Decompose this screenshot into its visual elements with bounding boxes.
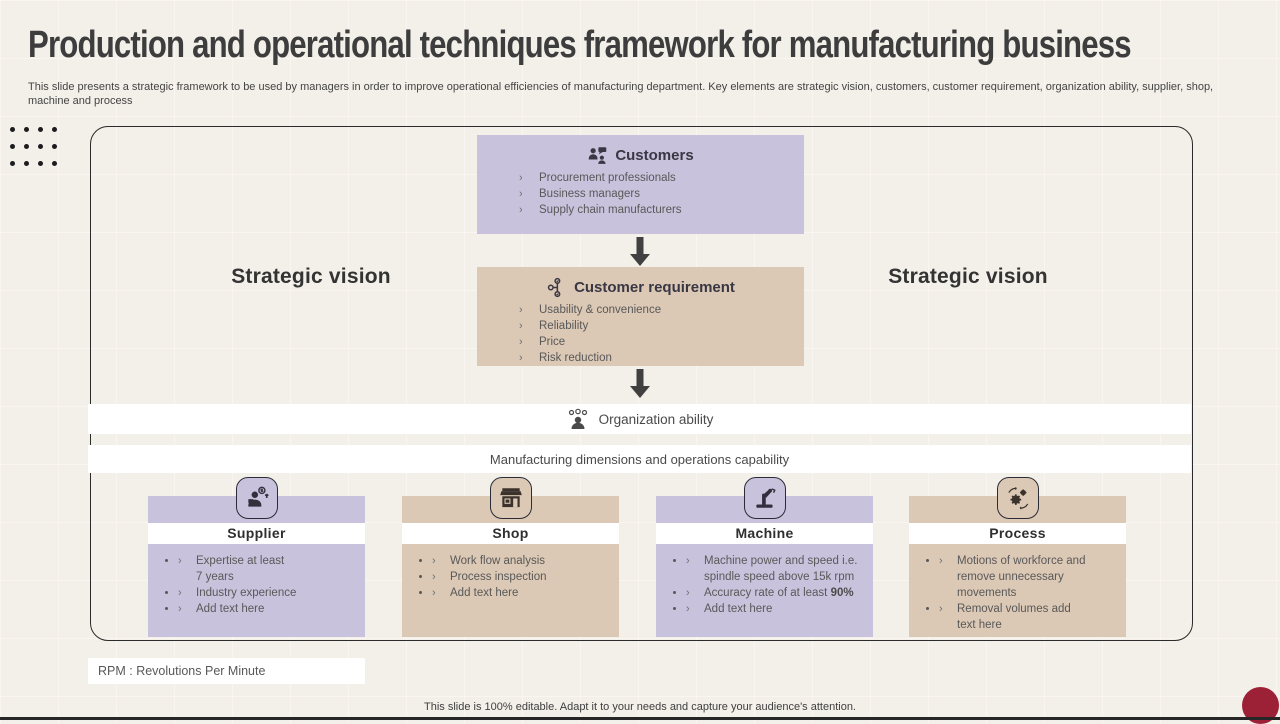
list-item: Add text here [432, 585, 609, 601]
list-item: Machine power and speed i.e. spindle spe… [686, 553, 863, 585]
organization-ability-band: Organization ability [88, 404, 1191, 434]
list-item: Add text here [686, 601, 863, 617]
manufacturing-dimensions-band: Manufacturing dimensions and operations … [88, 445, 1191, 473]
workflow-icon [546, 277, 567, 298]
shop-column: Shop Work flow analysis Process inspecti… [402, 477, 619, 637]
list-item: Usability & convenience [519, 302, 790, 318]
customers-box-title: Customers [615, 147, 694, 164]
process-column: Process Motions of workforce and remove … [909, 477, 1126, 637]
rpm-note: RPM : Revolutions Per Minute [88, 658, 365, 684]
list-item: Motions of workforce and remove unnecess… [939, 553, 1116, 601]
list-item: Reliability [519, 318, 790, 334]
list-item: Process inspection [432, 569, 609, 585]
machine-column-content: Machine power and speed i.e. spindle spe… [656, 544, 873, 637]
customers-list: Procurement professionals Business manag… [477, 168, 804, 226]
down-arrow-icon [630, 369, 650, 398]
list-item: Accuracy rate of at least 90% [686, 585, 863, 601]
customers-box: Customers Procurement professionals Busi… [477, 135, 804, 234]
page-title: Production and operational techniques fr… [28, 24, 1132, 66]
customers-icon [587, 145, 608, 166]
list-item: Add text here [178, 601, 355, 617]
list-item: Procurement professionals [519, 170, 790, 186]
process-icon [996, 477, 1039, 519]
list-item: Removal volumes add text here [939, 601, 1116, 633]
customer-requirement-box: Customer requirement Usability & conveni… [477, 267, 804, 366]
customer-requirement-box-title: Customer requirement [574, 279, 735, 296]
list-item: Price [519, 334, 790, 350]
process-column-title: Process [909, 523, 1126, 544]
shop-column-title: Shop [402, 523, 619, 544]
list-item: Risk reduction [519, 350, 790, 366]
machine-column: Machine Machine power and speed i.e. spi… [656, 477, 873, 637]
machine-column-title: Machine [656, 523, 873, 544]
process-column-content: Motions of workforce and remove unnecess… [909, 544, 1126, 637]
machine-icon [743, 477, 786, 519]
customer-requirement-list: Usability & convenience Reliability Pric… [477, 300, 804, 374]
list-item: Supply chain manufacturers [519, 202, 790, 218]
supplier-column-content: Expertise at least 7 years Industry expe… [148, 544, 365, 637]
framework-frame [90, 126, 1193, 641]
supplier-column: Supplier Expertise at least 7 years Indu… [148, 477, 365, 637]
list-item: Industry experience [178, 585, 355, 601]
strategic-vision-label-left: Strategic vision [231, 265, 391, 288]
footer-note: This slide is 100% editable. Adapt it to… [424, 701, 856, 713]
organization-icon [566, 407, 590, 431]
strategic-vision-label-right: Strategic vision [888, 265, 1048, 288]
manufacturing-dimensions-label: Manufacturing dimensions and operations … [489, 451, 790, 467]
down-arrow-icon [630, 237, 650, 266]
shop-column-content: Work flow analysis Process inspection Ad… [402, 544, 619, 637]
list-item: Work flow analysis [432, 553, 609, 569]
page-subtitle: This slide presents a strategic framewor… [28, 81, 1214, 107]
supplier-column-title: Supplier [148, 523, 365, 544]
list-item: Expertise at least 7 years [178, 553, 355, 585]
shop-icon [489, 477, 532, 519]
organization-ability-label: Organization ability [598, 411, 714, 427]
supplier-icon [235, 477, 278, 519]
dot-grid-decoration [10, 127, 57, 166]
bottom-edge-strip [0, 717, 1280, 720]
list-item: Business managers [519, 186, 790, 202]
